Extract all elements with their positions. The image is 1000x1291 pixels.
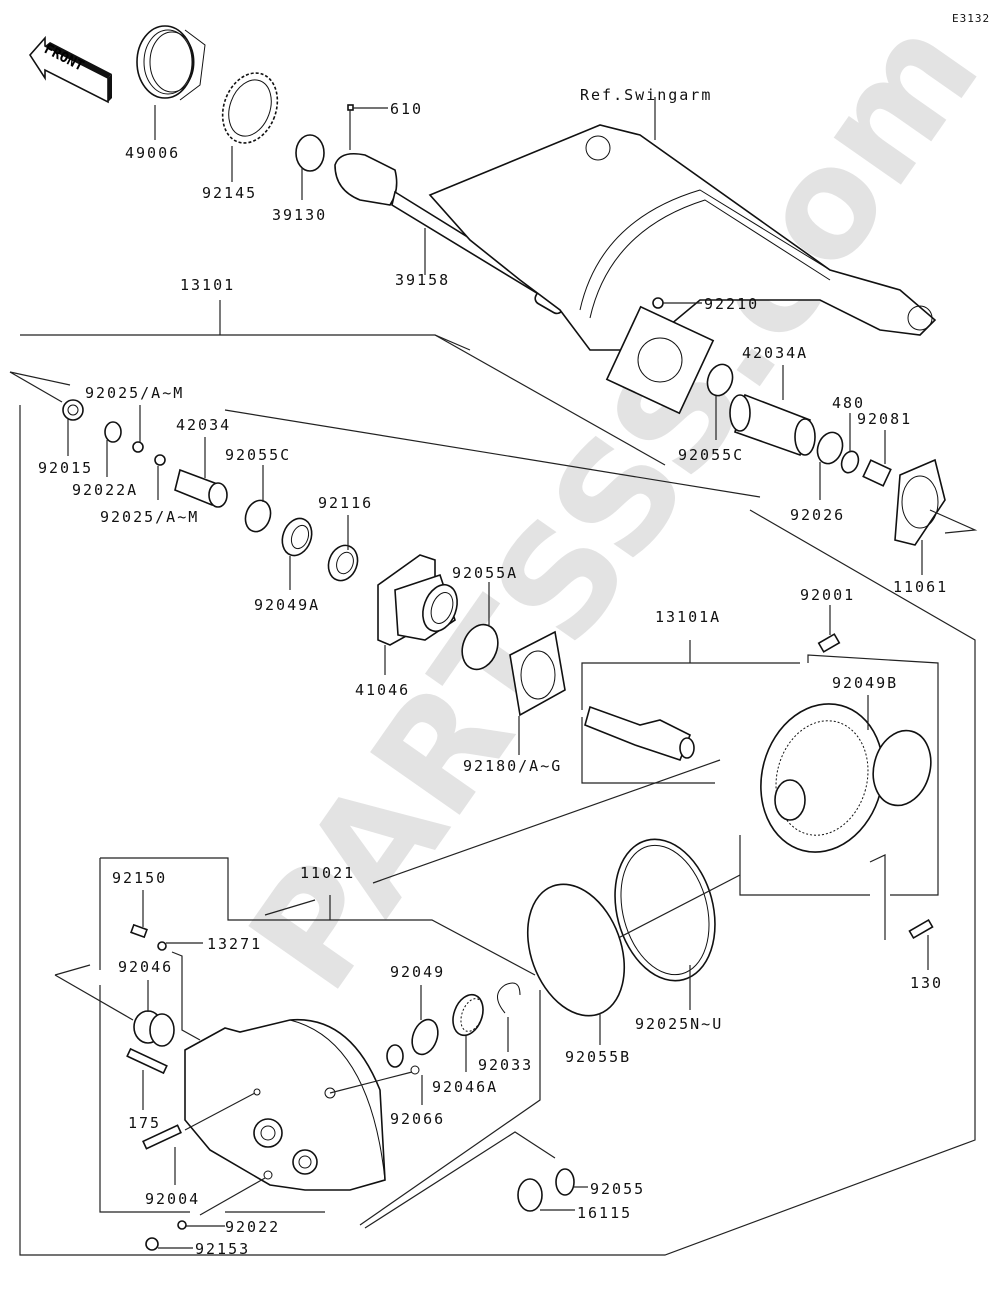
label-92055C-left[interactable]: 92055C (225, 446, 291, 464)
label-92153[interactable]: 92153 (195, 1240, 250, 1258)
label-92015[interactable]: 92015 (38, 459, 93, 477)
label-92049[interactable]: 92049 (390, 963, 445, 981)
label-13271[interactable]: 13271 (207, 935, 262, 953)
part-92025-top[interactable] (132, 441, 144, 453)
bracket-13101A (581, 662, 800, 710)
part-ring-gear (760, 703, 884, 853)
label-92066[interactable]: 92066 (390, 1110, 445, 1128)
label-175[interactable]: 175 (128, 1114, 161, 1132)
label-92055C-right[interactable]: 92055C (678, 446, 744, 464)
label-92025-bottom[interactable]: 92025/A~M (100, 508, 199, 526)
part-92180[interactable] (509, 630, 566, 755)
label-130[interactable]: 130 (910, 974, 943, 992)
label-42034[interactable]: 42034 (176, 416, 231, 434)
label-13101[interactable]: 13101 (180, 276, 235, 294)
part-92049B[interactable] (865, 695, 939, 812)
label-480[interactable]: 480 (832, 394, 865, 412)
label-92004[interactable]: 92004 (145, 1190, 200, 1208)
part-92210[interactable] (652, 297, 664, 309)
part-49006[interactable] (136, 25, 206, 140)
label-16115[interactable]: 16115 (577, 1204, 632, 1222)
label-92081[interactable]: 92081 (857, 410, 912, 428)
front-arrow-icon: FRONT (28, 35, 112, 104)
swingarm-reference (428, 97, 937, 415)
part-92033[interactable] (497, 982, 521, 1052)
part-92081[interactable] (862, 430, 892, 487)
label-13101A[interactable]: 13101A (655, 608, 721, 626)
label-92145[interactable]: 92145 (202, 184, 257, 202)
label-92055A[interactable]: 92055A (452, 564, 518, 582)
part-92025-bottom[interactable] (154, 454, 166, 466)
part-pinion-gear (584, 705, 695, 761)
label-92025-top[interactable]: 92025/A~M (85, 384, 184, 402)
part-92150[interactable] (130, 890, 148, 939)
part-480[interactable] (839, 413, 862, 475)
label-92026[interactable]: 92026 (790, 506, 845, 524)
label-92049A[interactable]: 92049A (254, 596, 320, 614)
part-92145[interactable] (213, 65, 286, 182)
part-41046[interactable] (377, 554, 463, 675)
label-41046[interactable]: 41046 (355, 681, 410, 699)
part-92015[interactable] (62, 399, 84, 456)
part-92046A[interactable] (448, 990, 489, 1072)
part-42034[interactable] (174, 437, 228, 508)
label-610[interactable]: 610 (390, 100, 423, 118)
part-collar (386, 1044, 404, 1068)
part-92001[interactable] (817, 605, 841, 653)
part-92046[interactable] (54, 964, 175, 1047)
part-92055A[interactable] (456, 582, 504, 674)
label-92116[interactable]: 92116 (318, 494, 373, 512)
label-49006[interactable]: 49006 (125, 144, 180, 162)
label-ref-swingarm: Ref.Swingarm (580, 86, 712, 104)
label-92210[interactable]: 92210 (704, 295, 759, 313)
part-42034A[interactable] (729, 365, 816, 457)
part-175[interactable] (126, 1047, 168, 1110)
diagram-code: E3132 (952, 12, 990, 25)
part-92025NU[interactable] (600, 828, 730, 1010)
part-16115[interactable] (517, 1178, 575, 1212)
part-92055C-right[interactable] (703, 361, 736, 440)
label-11021[interactable]: 11021 (300, 864, 355, 882)
part-13271[interactable] (157, 941, 167, 951)
label-92022[interactable]: 92022 (225, 1218, 280, 1236)
part-92026[interactable] (813, 429, 846, 500)
label-92150[interactable]: 92150 (112, 869, 167, 887)
part-92153[interactable] (145, 1237, 159, 1251)
part-92049A[interactable] (277, 514, 316, 590)
part-92004[interactable] (142, 1092, 256, 1185)
part-92055B[interactable] (510, 871, 641, 1045)
label-11061[interactable]: 11061 (893, 578, 948, 596)
part-610[interactable] (347, 104, 354, 111)
label-92001[interactable]: 92001 (800, 586, 855, 604)
label-39130[interactable]: 39130 (272, 206, 327, 224)
label-42034A[interactable]: 42034A (742, 344, 808, 362)
label-92180[interactable]: 92180/A~G (463, 757, 562, 775)
bracket-11021 (100, 857, 536, 976)
part-39130[interactable] (295, 134, 325, 200)
part-92055[interactable] (555, 1168, 588, 1196)
label-92049B[interactable]: 92049B (832, 674, 898, 692)
label-92033[interactable]: 92033 (478, 1056, 533, 1074)
part-92066[interactable] (329, 1065, 423, 1105)
label-92055[interactable]: 92055 (590, 1180, 645, 1198)
part-92055C-left[interactable] (241, 465, 274, 535)
part-92049[interactable] (408, 985, 443, 1058)
label-92055B[interactable]: 92055B (565, 1048, 631, 1066)
part-92022A[interactable] (104, 421, 122, 477)
label-39158[interactable]: 39158 (395, 271, 450, 289)
label-92025NU[interactable]: 92025N~U (635, 1015, 723, 1033)
label-92046A[interactable]: 92046A (432, 1078, 498, 1096)
bracket-13101 (20, 334, 471, 351)
part-130[interactable] (869, 854, 934, 970)
part-92116[interactable] (324, 515, 363, 585)
part-11061[interactable] (894, 458, 978, 575)
label-92022A[interactable]: 92022A (72, 481, 138, 499)
label-92046[interactable]: 92046 (118, 958, 173, 976)
part-final-gear-case (184, 1018, 386, 1191)
part-92022[interactable] (177, 1220, 187, 1230)
